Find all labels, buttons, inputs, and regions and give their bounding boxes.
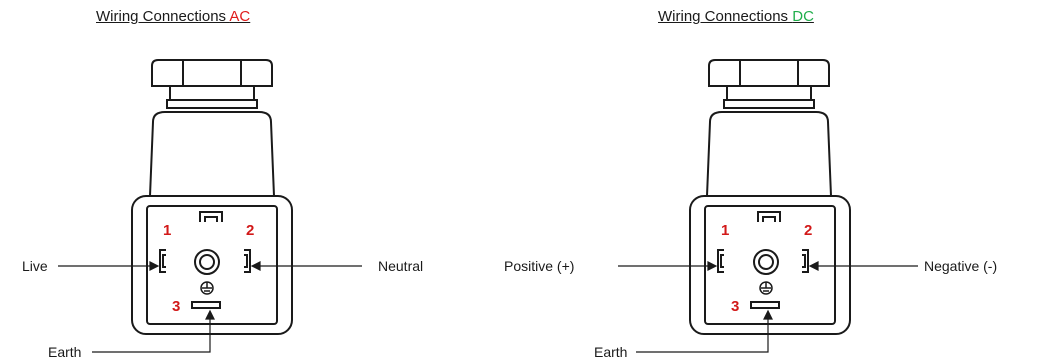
ac-neutral-label: Neutral — [378, 258, 424, 274]
dc-title-accent: DC — [792, 8, 814, 25]
ac-title: Wiring Connections AC — [96, 8, 250, 25]
connector-plug-icon — [689, 59, 851, 335]
dc-negative-label: Negative (-) — [924, 258, 998, 274]
arrow-icon — [618, 261, 918, 353]
ac-wiring-panel: Wiring Connections AC — [0, 0, 518, 363]
ac-pin-1: 1 — [163, 222, 172, 239]
dc-pin-2: 2 — [804, 222, 813, 239]
ac-pin-2: 2 — [246, 222, 255, 239]
dc-positive-label: Positive (+) — [504, 258, 575, 274]
dc-wiring-panel: Wiring Connections DC — [504, 0, 1036, 363]
ac-live-label: Live — [22, 258, 48, 274]
connector-plug-icon — [131, 59, 293, 335]
ac-earth-label: Earth — [48, 344, 82, 360]
earth-ground-icon — [759, 281, 773, 295]
dc-pin-3: 3 — [731, 298, 740, 315]
dc-pin-1: 1 — [721, 222, 730, 239]
ac-connector-diagram — [58, 59, 362, 353]
dc-title-prefix: Wiring Connections — [658, 8, 793, 25]
dc-connector-diagram — [618, 59, 918, 353]
ac-pin-3: 3 — [172, 298, 181, 315]
dc-title: Wiring Connections DC — [658, 8, 814, 25]
ac-title-prefix: Wiring Connections — [96, 8, 230, 25]
arrow-icon — [58, 261, 362, 353]
earth-ground-icon — [200, 281, 214, 295]
ac-title-accent: AC — [229, 8, 251, 25]
dc-earth-label: Earth — [594, 344, 628, 360]
